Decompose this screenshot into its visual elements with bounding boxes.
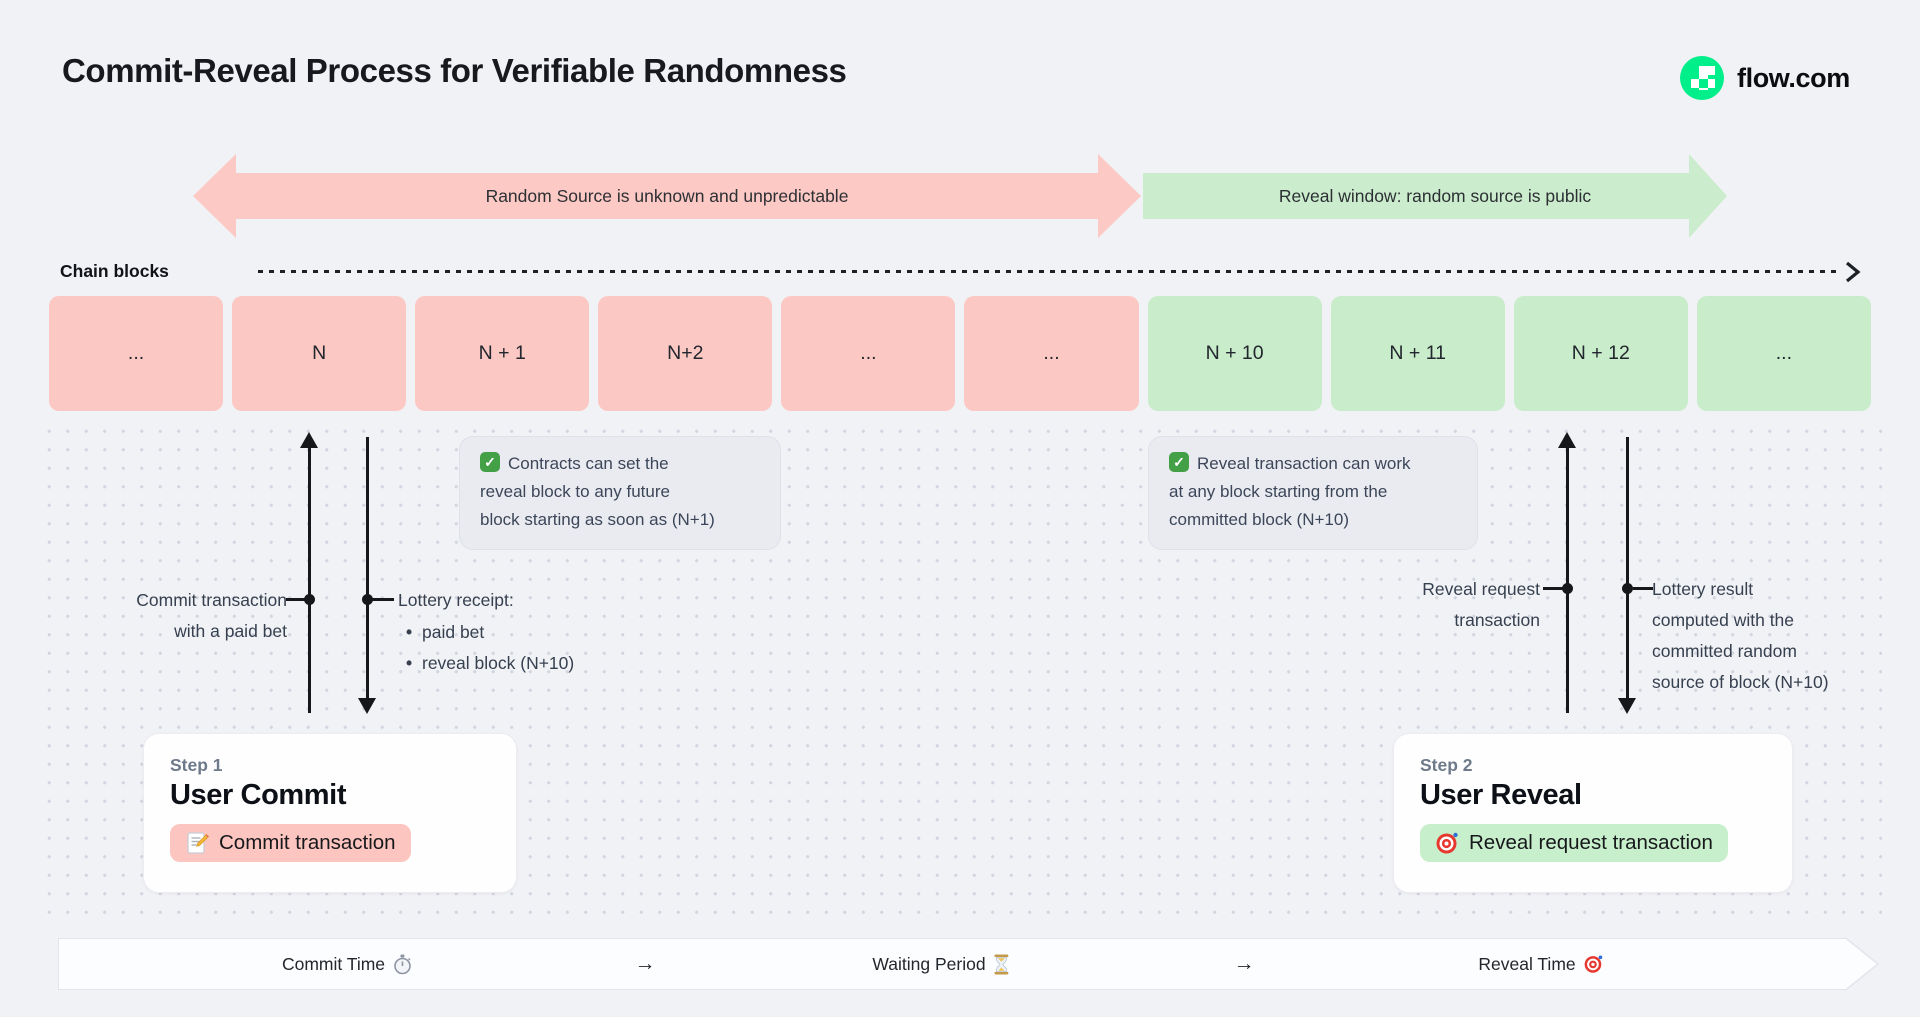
reveal-request-callout: Reveal request transaction [1422,579,1540,630]
reveal-note: Reveal transaction can work at any block… [1148,436,1478,550]
timeline-reveal-time: Reveal Time [1478,938,1603,990]
chain-block: ... [1696,296,1871,411]
commit-transaction-pill: Commit transaction [170,824,411,862]
arrow-right-head [1689,154,1727,238]
page-title: Commit-Reveal Process for Verifiable Ran… [62,52,847,89]
chain-block: N + 12 [1513,296,1688,411]
timeline-items: Commit Time → Waiting Period [58,938,1846,990]
timeline-arrow-icon [1845,937,1881,991]
chain-axis-arrow-icon [1844,261,1862,283]
chain-block: ... [781,296,956,411]
target-icon [1435,831,1459,855]
reveal-window-label: Reveal window: random source is public [1278,185,1592,206]
chain-block: N + 11 [1330,296,1505,411]
arrow-right-head [1098,154,1141,238]
commit-tx-callout: Commit transaction with a paid bet [136,590,287,641]
memo-icon [185,831,209,855]
hourglass-icon [994,954,1010,975]
lottery-result-callout: Lottery result computed with the committ… [1652,579,1829,692]
receipt-down-arrowhead [358,698,376,714]
reveal-request-pill: Reveal request transaction [1420,824,1728,862]
step-title: User Commit [170,779,347,811]
chain-block: N + 1 [415,296,590,411]
lottery-receipt-title: Lottery receipt: [398,590,514,610]
commit-note: Contracts can set the reveal block to an… [459,436,781,550]
chain-block: ... [964,296,1139,411]
lottery-receipt-item: reveal block (N+10) [398,648,574,679]
commit-transaction-label: Commit transaction [219,831,396,854]
check-icon [1169,452,1189,472]
step-2-card: Step 2 User Reveal Reveal request transa… [1393,733,1793,893]
chain-axis-line [258,270,1842,273]
receipt-node-dot [362,594,373,605]
chain-block: N + 10 [1147,296,1322,411]
timeline-waiting-period: Waiting Period [872,938,1009,990]
commit-up-arrowhead [300,432,318,448]
result-connector [1633,587,1653,590]
check-icon [480,452,500,472]
result-down-arrow [1626,437,1629,700]
result-down-arrowhead [1618,698,1636,714]
reveal-note-text: Reveal transaction can work at any block… [1169,454,1411,529]
chain-block: N [232,296,407,411]
receipt-down-arrow [366,437,369,700]
lottery-receipt-callout: Lottery receipt: paid bet reveal block (… [398,585,574,679]
reveal-window-arrow: Reveal window: random source is public [1143,154,1727,238]
receipt-connector [372,598,394,601]
chain-blocks-row: ... N N + 1 N+2 ... ... N + 10 N + 11 N … [49,296,1871,411]
commit-up-arrow [308,446,311,713]
brand: flow.com [1680,56,1850,100]
stopwatch-icon [393,954,412,975]
reveal-up-arrow [1566,446,1569,713]
commit-note-text: Contracts can set the reveal block to an… [480,454,715,529]
timeline-arrow: → [1233,952,1255,975]
timeline-arrow: → [634,952,656,975]
brand-name: flow.com [1737,62,1850,93]
unknown-phase-arrow: Random Source is unknown and unpredictab… [193,154,1141,238]
timeline-bar [58,938,1846,990]
chain-block: ... [49,296,224,411]
commit-connector [286,598,306,601]
reveal-connector [1543,587,1563,590]
unknown-phase-label: Random Source is unknown and unpredictab… [485,185,849,206]
chain-block: N+2 [598,296,773,411]
result-node-dot [1622,583,1633,594]
lottery-receipt-item: paid bet [398,617,574,648]
step-1-card: Step 1 User Commit Commit transaction [143,733,517,893]
step-label: Step 1 [170,755,223,775]
flow-logo-icon [1680,56,1724,100]
chain-blocks-label: Chain blocks [60,261,169,281]
step-title: User Reveal [1420,779,1582,811]
reveal-up-arrowhead [1558,432,1576,448]
commit-node-dot [304,594,315,605]
target-icon [1584,954,1604,974]
arrow-left-head [193,154,236,238]
reveal-request-label: Reveal request transaction [1469,831,1713,854]
step-label: Step 2 [1420,755,1473,775]
timeline-commit-time: Commit Time [282,938,412,990]
reveal-node-dot [1562,583,1573,594]
